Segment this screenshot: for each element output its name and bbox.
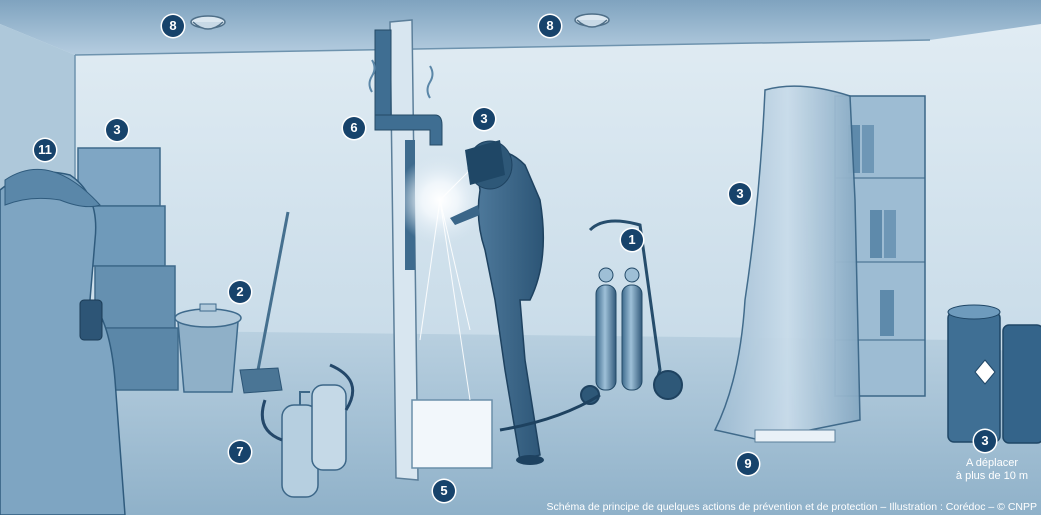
marker-3-welder: 3 — [473, 108, 495, 130]
marker-3-barrels: 3 — [974, 430, 996, 452]
barrel-note-line1: A déplacer — [953, 457, 1031, 470]
marker-7: 7 — [229, 441, 251, 463]
figure-caption: Schéma de principe de quelques actions d… — [547, 501, 1037, 513]
floor-protection — [412, 400, 492, 468]
marker-8-left: 8 — [162, 15, 184, 37]
waste-bin — [175, 304, 241, 392]
barrel-note: A déplacer à plus de 10 m — [953, 457, 1031, 483]
marker-11: 11 — [34, 139, 56, 161]
marker-6: 6 — [343, 117, 365, 139]
marker-3-boxes: 3 — [106, 119, 128, 141]
barrel-note-line2: à plus de 10 m — [953, 470, 1031, 483]
marker-2: 2 — [229, 281, 251, 303]
marker-5: 5 — [433, 480, 455, 502]
marker-1: 1 — [621, 229, 643, 251]
barrel-icon — [948, 305, 1041, 443]
marker-9: 9 — [737, 453, 759, 475]
smoke-detector-icon — [191, 16, 225, 29]
marker-3-cover: 3 — [729, 183, 751, 205]
marker-8-right: 8 — [539, 15, 561, 37]
smoke-detector-icon — [575, 14, 609, 27]
